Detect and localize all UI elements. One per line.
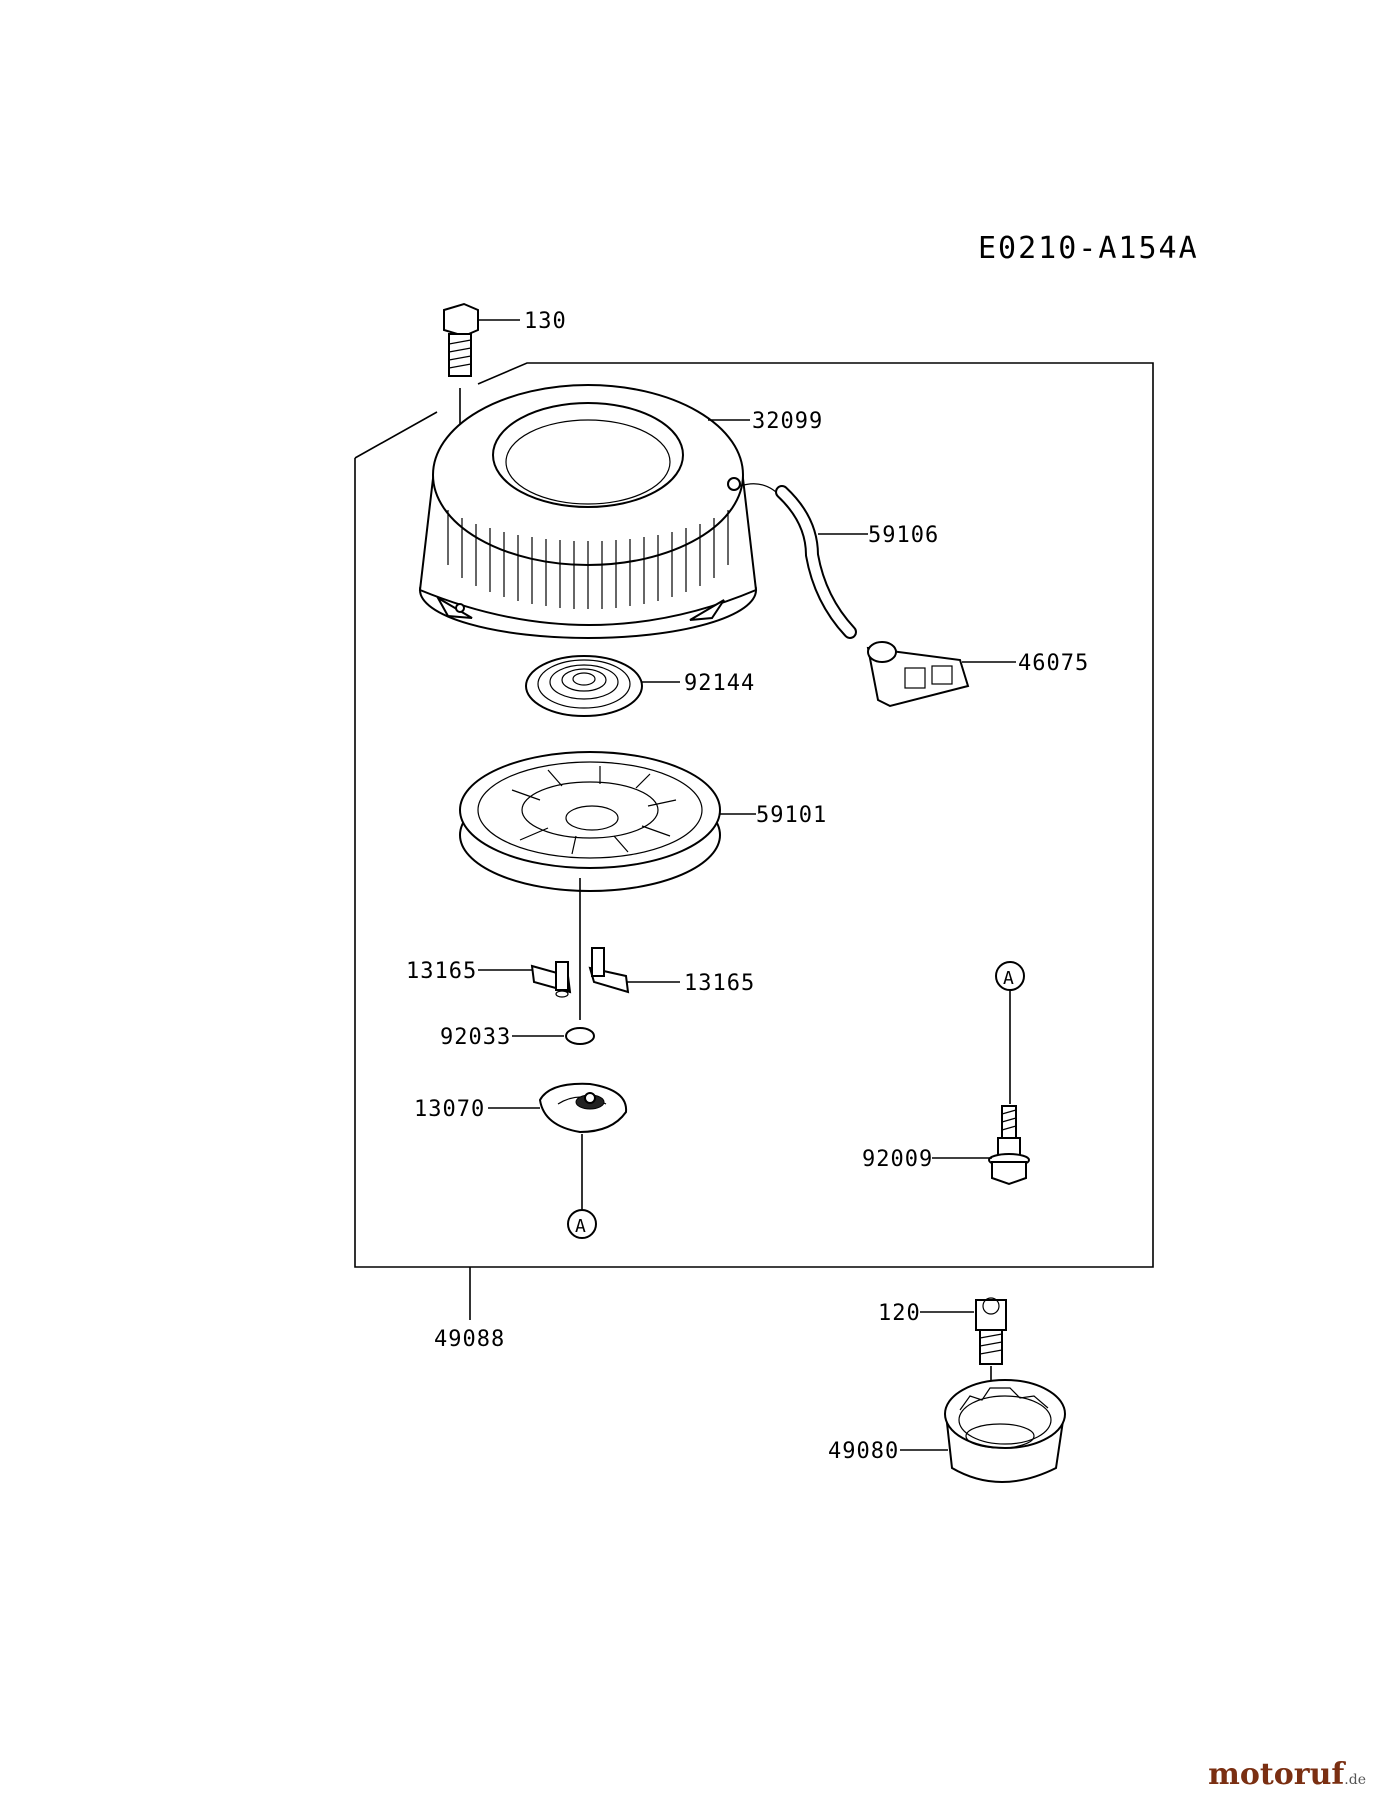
handle-46075 <box>866 641 970 708</box>
label-49080: 49080 <box>828 1439 899 1464</box>
label-13165-left: 13165 <box>406 959 477 984</box>
svg-text:A: A <box>575 1216 587 1237</box>
label-49088: 49088 <box>434 1327 505 1352</box>
label-120: 120 <box>878 1301 921 1326</box>
bolt-92009 <box>988 1105 1030 1186</box>
svg-text:A: A <box>1003 968 1015 989</box>
label-32099: 32099 <box>752 409 823 434</box>
bolt-120 <box>975 1297 1007 1396</box>
starter-housing-32099 <box>418 384 758 639</box>
label-13165-right: 13165 <box>684 971 755 996</box>
reel-59101 <box>459 751 721 892</box>
label-59101: 59101 <box>756 803 827 828</box>
assembly-frame <box>354 362 1154 1268</box>
pawl-13165-left <box>530 961 572 998</box>
label-13070: 13070 <box>414 1097 485 1122</box>
spring-92144 <box>525 655 643 717</box>
label-59106: 59106 <box>868 523 939 548</box>
ref-marker-a-right: A <box>995 961 1025 991</box>
label-92009: 92009 <box>862 1147 933 1172</box>
diagram-code: E0210-A154A <box>978 231 1199 266</box>
watermark: motoruf.de <box>1208 1757 1366 1792</box>
rope-59106 <box>739 483 857 639</box>
label-46075: 46075 <box>1018 651 1089 676</box>
label-92144: 92144 <box>684 671 755 696</box>
label-130: 130 <box>524 309 567 334</box>
cup-49080 <box>944 1379 1066 1483</box>
label-92033: 92033 <box>440 1025 511 1050</box>
ring-92033 <box>565 1027 595 1045</box>
ref-marker-a-bottom: A <box>567 1209 597 1239</box>
ratchet-13070 <box>538 1082 628 1134</box>
pawl-13165-right <box>588 947 630 994</box>
